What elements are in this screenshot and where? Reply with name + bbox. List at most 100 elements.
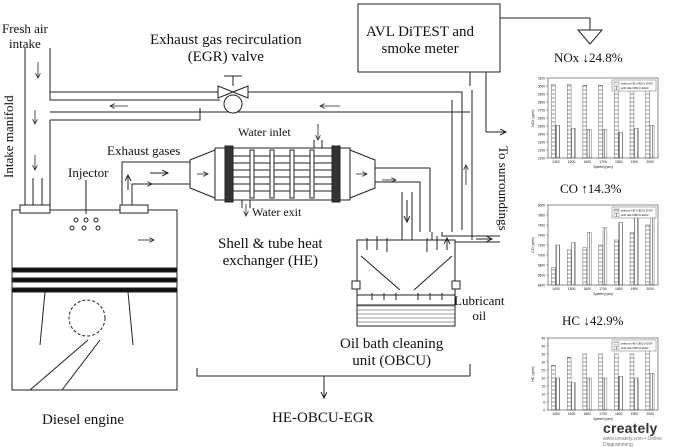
nox-xtick-label: 1600: [584, 160, 592, 164]
nox-legend-label: without HE-OBCU-EGR: [621, 82, 654, 86]
nox-xlabel: Speed (rpm): [593, 165, 612, 169]
co-legend-label: with HE-OBCU-EGR: [621, 213, 649, 217]
nox-ytick-label: 2400: [538, 133, 545, 137]
co-ytick-label: 7600: [538, 224, 545, 228]
co-chart-title: CO ↑14.3%: [560, 181, 621, 197]
hc-xtick-label: 1400: [552, 412, 560, 416]
co-ytick-label: 7800: [538, 214, 545, 218]
co-xtick-label: 1400: [552, 287, 560, 291]
system-label: HE-OBCU-EGR: [272, 410, 374, 426]
co-ytick-label: 7400: [538, 234, 545, 238]
system-bracket: [196, 364, 471, 398]
to-surroundings-label: To surroundings: [496, 146, 511, 231]
engine-flow-arrows: [138, 184, 154, 240]
co-xtick-label: 1700: [599, 287, 607, 291]
nox-bar-without: [645, 86, 650, 159]
nox-ytick-label: 2100: [538, 157, 545, 161]
co-legend-swatch: [613, 213, 620, 217]
hc-bar-without: [551, 365, 556, 411]
egr-arrows: [110, 106, 466, 185]
hc-bar-with: [555, 377, 560, 411]
co-bar-with: [649, 214, 655, 286]
avl-links: [469, 17, 604, 132]
nox-ytick-label: 3100: [538, 77, 545, 81]
nox-ytick-label: 2500: [538, 125, 545, 129]
hc-ytick-label: 5: [543, 401, 545, 405]
co-xlabel: Speed (rpm): [593, 292, 612, 296]
nox-ytick-label: 2300: [538, 141, 545, 145]
hc-ytick-label: 35: [541, 353, 545, 357]
nox-ytick-label: 2900: [538, 93, 545, 97]
nox-bar-without: [614, 85, 619, 159]
hc-ytick-label: 10: [541, 393, 545, 397]
exhaust-gases-label: Exhaust gases: [107, 143, 181, 158]
nox-bar-without: [551, 84, 556, 159]
nox-xtick-label: 1900: [631, 160, 639, 164]
hc-bar-with: [587, 377, 592, 411]
co-bar-without: [551, 267, 556, 286]
emission-charts: 2100220023002400250026002700280029003000…: [531, 77, 659, 421]
co-xtick-label: 2000: [646, 287, 654, 291]
co-bar-without: [566, 249, 572, 286]
nox-ylabel: NOx (ppm): [531, 109, 535, 126]
egr-valve: [217, 75, 249, 114]
nox-legend-box: [611, 79, 657, 92]
nox-legend-swatch: [613, 86, 620, 90]
co-ytick-label: 6400: [538, 284, 545, 288]
nox-bar-with: [602, 129, 608, 159]
hc-legend-swatch: [613, 346, 620, 350]
co-legend-label: without HE-OBCU-EGR: [621, 209, 654, 213]
hc-ytick-label: 40: [541, 345, 545, 349]
co-legend-swatch: [613, 208, 620, 213]
co-bar-without: [645, 224, 650, 286]
co-ytick-label: 6800: [538, 264, 545, 268]
co-ytick-label: 8000: [538, 204, 545, 208]
egr-pipe: [50, 90, 473, 240]
hc-xlabel: Speed (rpm): [593, 417, 612, 421]
nox-bar-with: [571, 128, 576, 159]
hc-title-text: HC: [562, 313, 581, 328]
nox-bar-with: [587, 129, 592, 159]
hc-legend-label: without HE-OBCU-EGR: [621, 342, 654, 346]
nox-legend-swatch: [613, 81, 620, 86]
diesel-engine: [11, 178, 178, 391]
hc-bar-with: [618, 376, 623, 411]
co-ytick-label: 7000: [538, 254, 545, 258]
nox-bar-with: [634, 128, 639, 159]
co-xtick-label: 1600: [584, 287, 592, 291]
co-legend-box: [611, 206, 657, 219]
co-xtick-label: 1500: [568, 287, 576, 291]
hc-bar-with: [634, 377, 639, 411]
nox-bar-with: [618, 132, 623, 159]
hc-bar-with: [571, 382, 576, 411]
diesel-engine-label: Diesel engine: [42, 412, 125, 428]
he-arrows: [197, 124, 396, 216]
nox-chart-title: NOx ↓24.8%: [554, 50, 623, 66]
nox-ytick-label: 3000: [538, 85, 545, 89]
hc-ytick-label: 45: [541, 337, 545, 341]
injector-label: Injector: [68, 165, 109, 180]
co-bar-without: [598, 244, 603, 286]
co-ytick-label: 6600: [538, 274, 545, 278]
water-exit-label: Water exit: [252, 205, 302, 219]
nox-bar-with: [649, 125, 655, 159]
nox-ytick-label: 2200: [538, 149, 545, 153]
nox-ytick-label: 2800: [538, 101, 545, 105]
hc-xtick-label: 1700: [599, 412, 607, 416]
hc-ylabel: HC (ppm): [531, 366, 535, 381]
hc-chart-title: HC ↓42.9%: [562, 313, 623, 329]
brand-tag: www.creately.com • Online Diagramming: [603, 436, 662, 447]
hc-ytick-label: 25: [541, 369, 545, 373]
hc-xtick-label: 1800: [615, 412, 623, 416]
hc-bar-without: [629, 353, 635, 411]
nox-bar-without: [629, 85, 635, 159]
hc-bar-without: [598, 353, 603, 411]
obcu: [351, 236, 461, 327]
hc-bar-with: [649, 373, 655, 411]
hc-bar-with: [602, 377, 608, 411]
nox-bar-without: [582, 85, 587, 159]
